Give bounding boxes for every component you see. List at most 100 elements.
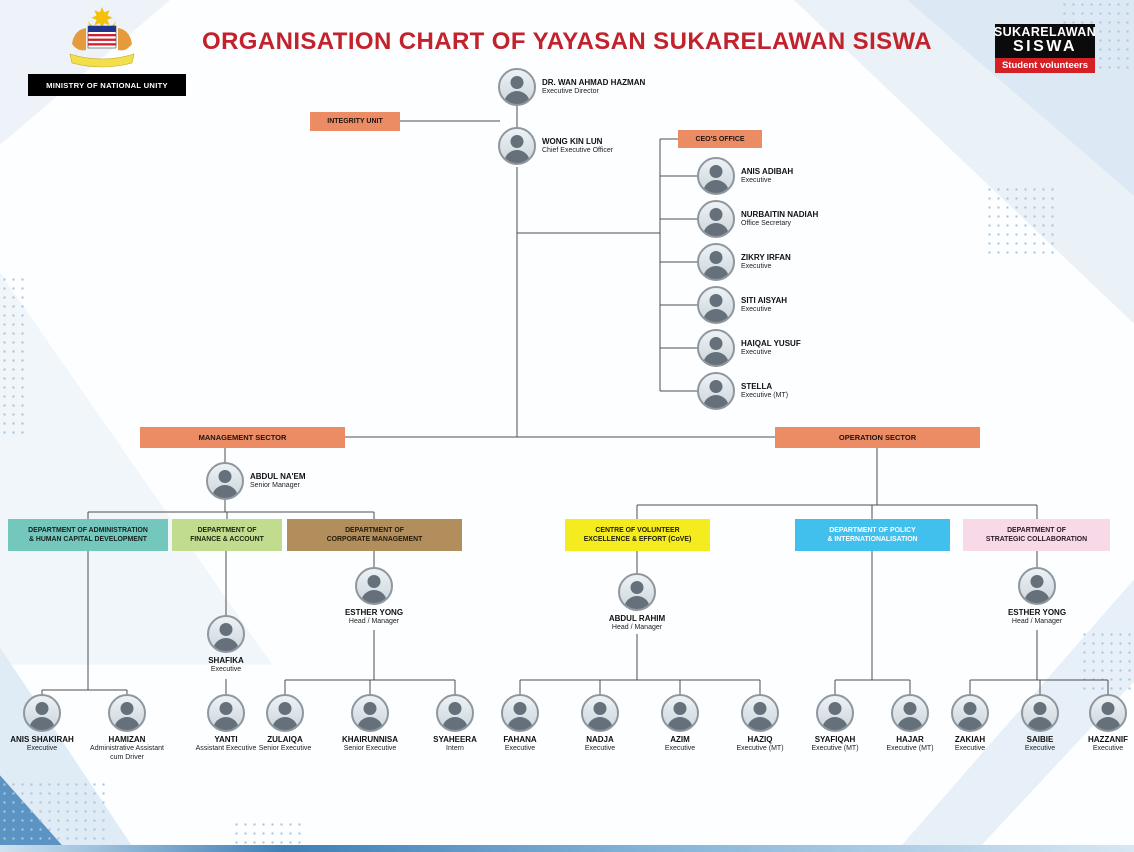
person-name: HAJAR: [896, 735, 924, 744]
person-title: Executive (MT): [741, 391, 789, 399]
dept-label-line1: CENTRE OF VOLUNTEER: [595, 526, 680, 534]
ministry-label: MINISTRY OF NATIONAL UNITY: [28, 74, 186, 96]
dept-label-line2: FINANCE & ACCOUNT: [190, 536, 264, 543]
person-photo: [436, 694, 474, 732]
person-name: SITI AISYAH: [741, 295, 788, 305]
person-title: Executive: [741, 176, 772, 184]
person-title: Senior Manager: [250, 481, 300, 489]
person-title: Head / Manager: [611, 624, 663, 631]
siswa-logo-line2: SISWA: [1012, 38, 1078, 56]
person-name: ZAKIAH: [954, 735, 986, 744]
person-name: ANIS ADIBAH: [741, 166, 794, 176]
person-photo: [661, 694, 699, 732]
person-photo: [697, 372, 735, 410]
person-photo: [501, 694, 539, 732]
person-title: Senior Executive: [343, 745, 397, 752]
person-name: AZIM: [670, 735, 690, 744]
person-photo: [1089, 694, 1127, 732]
person-photo: [498, 68, 536, 106]
person-photo: [206, 462, 244, 500]
ceo-office-member: ZIKRY IRFAN Executive: [697, 243, 859, 281]
integrity-unit-box: INTEGRITY UNIT: [310, 112, 400, 131]
person-name: DR. WAN AHMAD HAZMAN: [542, 77, 646, 87]
person-title: Senior Executive: [258, 745, 312, 752]
person-title: Executive Director: [542, 87, 599, 95]
ceo-office-member: HAIQAL YUSUF Executive: [697, 329, 859, 367]
person-name: ESTHER YONG: [344, 608, 404, 617]
dept-label-line2: EXCELLENCE & EFFORT (CoVE): [583, 536, 692, 543]
person-title: Head / Manager: [348, 618, 400, 625]
dept-cove: CENTRE OF VOLUNTEER EXCELLENCE & EFFORT …: [565, 519, 710, 551]
person-name: ZIKRY IRFAN: [741, 252, 791, 262]
person-title: Executive: [584, 745, 616, 752]
person-name: NURBAITIN NADIAH: [741, 209, 819, 219]
person-finance-executive: SHAFIKA Executive: [188, 615, 264, 675]
person-staff: HAJAR Executive (MT): [872, 694, 948, 754]
dept-label-line2: STRATEGIC COLLABORATION: [985, 536, 1088, 543]
person-title: Intern: [446, 745, 464, 752]
person-name: SHAFIKA: [208, 656, 244, 665]
person-photo: [697, 286, 735, 324]
person-title: Executive (MT): [811, 745, 859, 752]
person-staff: HAZIQ Executive (MT): [722, 694, 798, 754]
person-name: STELLA: [741, 381, 773, 391]
person-name: NADJA: [586, 735, 614, 744]
ceo-office-member: ANIS ADIBAH Executive: [697, 157, 859, 195]
person-photo: [108, 694, 146, 732]
dept-label-line2: CORPORATE MANAGEMENT: [326, 536, 423, 543]
management-sector-box: MANAGEMENT SECTOR: [140, 427, 345, 448]
person-name: ANIS SHAKIRAH: [10, 735, 74, 744]
person-head-cove: ABDUL RAHIM Head / Manager: [599, 573, 675, 633]
person-staff: HAZZANIF Executive: [1070, 694, 1134, 754]
person-title: Executive: [210, 666, 242, 673]
person-title: Executive: [1092, 745, 1124, 752]
person-photo: [23, 694, 61, 732]
person-staff: SYAFIQAH Executive (MT): [797, 694, 873, 754]
dept-corporate-management: DEPARTMENT OF CORPORATE MANAGEMENT: [287, 519, 462, 551]
person-staff: FAHANA Executive: [482, 694, 558, 754]
person-name: HAZZANIF: [1088, 735, 1128, 744]
person-title: Executive: [504, 745, 536, 752]
dept-finance-account: DEPARTMENT OF FINANCE & ACCOUNT: [172, 519, 282, 551]
siswa-logo-tagline: Student volunteers: [995, 58, 1095, 73]
person-staff: HAMIZAN Administrative Assistant cum Dri…: [89, 694, 165, 763]
person-name: FAHANA: [503, 735, 537, 744]
person-staff: ZULAIQA Senior Executive: [247, 694, 323, 754]
person-photo: [697, 329, 735, 367]
person-title: Executive: [664, 745, 696, 752]
person-name: SAIBIE: [1026, 735, 1054, 744]
person-staff: SYAHEERA Intern: [417, 694, 493, 754]
dept-administration-hcd: DEPARTMENT OF ADMINISTRATION & HUMAN CAP…: [8, 519, 168, 551]
person-title: Executive: [741, 262, 772, 270]
dept-label-line1: DEPARTMENT OF: [1007, 526, 1066, 534]
person-name: ESTHER YONG: [1007, 608, 1067, 617]
dept-label-line2: & INTERNATIONALISATION: [827, 536, 918, 543]
person-staff: ZAKIAH Executive: [932, 694, 1008, 754]
person-photo: [697, 200, 735, 238]
person-name: HAMIZAN: [108, 735, 146, 744]
dept-label-line1: DEPARTMENT OF POLICY: [829, 526, 916, 534]
ceo-office-member: SITI AISYAH Executive: [697, 286, 859, 324]
dept-label-line1: DEPARTMENT OF ADMINISTRATION: [28, 526, 148, 534]
person-senior-manager: ABDUL NA'EM Senior Manager: [206, 462, 368, 500]
person-title: Executive: [1024, 745, 1056, 752]
person-head-corporate: ESTHER YONG Head / Manager: [336, 567, 412, 627]
dept-label-line2: & HUMAN CAPITAL DEVELOPMENT: [28, 536, 148, 543]
person-title: Executive: [741, 305, 772, 313]
person-staff: NADJA Executive: [562, 694, 638, 754]
person-executive-director: DR. WAN AHMAD HAZMAN Executive Director: [498, 68, 660, 106]
person-name: WONG KIN LUN: [542, 136, 603, 146]
person-name: YANTI: [214, 735, 238, 744]
person-staff: ANIS SHAKIRAH Executive: [4, 694, 80, 754]
person-ceo: WONG KIN LUN Chief Executive Officer: [498, 127, 660, 165]
person-photo: [891, 694, 929, 732]
ceo-office-member: STELLA Executive (MT): [697, 372, 859, 410]
person-title: Executive (MT): [886, 745, 934, 752]
person-title: Head / Manager: [1011, 618, 1063, 625]
person-photo: [1018, 567, 1056, 605]
dept-label-line1: DEPARTMENT OF: [345, 526, 404, 534]
person-staff: AZIM Executive: [642, 694, 718, 754]
person-photo: [741, 694, 779, 732]
